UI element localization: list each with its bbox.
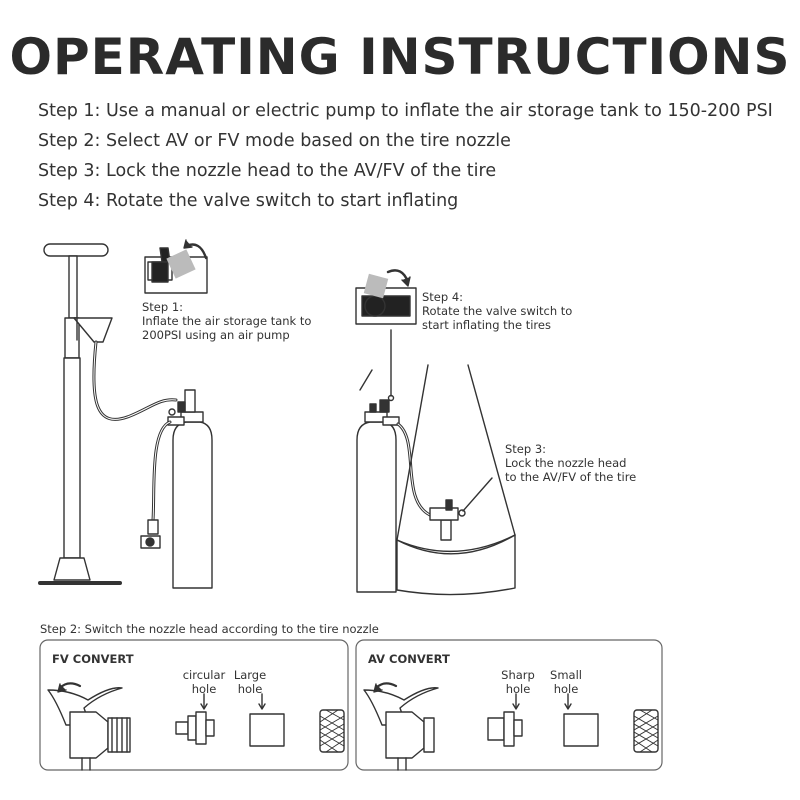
step3-caption-line1: Lock the nozzle head <box>505 456 627 470</box>
av-small-hole-label: Small hole <box>544 668 588 696</box>
step1-caption-line2: 200PSI using an air pump <box>142 328 290 342</box>
step1-caption: Step 1: Inflate the air storage tank to … <box>142 300 311 342</box>
step1-caption-title: Step 1: <box>142 300 184 314</box>
fv-adapter-drawing <box>175 693 285 747</box>
fv-hole-b-line1: Large <box>233 668 267 682</box>
step1-caption-line1: Inflate the air storage tank to <box>142 314 312 328</box>
fv-hole-a-line1: circular <box>182 668 226 682</box>
instruction-step-1: Step 1: Use a manual or electric pump to… <box>38 101 773 121</box>
step1-valve-inset <box>144 239 208 294</box>
bicycle-wheel-drawing <box>359 364 516 596</box>
fv-mesh-cap-drawing <box>319 709 345 753</box>
step3-caption: Step 3: Lock the nozzle head to the AV/F… <box>505 442 636 484</box>
instruction-step-4: Step 4: Rotate the valve switch to start… <box>38 191 459 211</box>
step4-caption-line2: start inflating the tires <box>422 318 551 332</box>
convert-heading: Step 2: Switch the nozzle head according… <box>40 622 379 636</box>
floor-pump-drawing <box>38 243 178 585</box>
page-title: OPERATING INSTRUCTIONS <box>9 28 791 86</box>
fv-convert-panel <box>39 639 349 771</box>
av-nozzle-head-drawing <box>363 682 439 771</box>
right-air-tank-drawing <box>356 329 432 593</box>
av-hole-a-line1: Sharp <box>501 668 535 682</box>
fv-circular-hole-label: circular hole <box>176 668 232 696</box>
step4-caption-line1: Rotate the valve switch to <box>422 304 573 318</box>
av-hole-a-line2: hole <box>505 682 531 696</box>
av-sharp-hole-label: Sharp hole <box>496 668 540 696</box>
instruction-step-2: Step 2: Select AV or FV mode based on th… <box>38 131 511 151</box>
av-hole-b-line1: Small <box>550 668 582 682</box>
av-mesh-cap-drawing <box>633 709 659 753</box>
step3-caption-line2: to the AV/FV of the tire <box>505 470 637 484</box>
fv-hole-a-line2: hole <box>191 682 217 696</box>
av-adapter-drawing <box>487 693 599 747</box>
step4-caption-title: Step 4: <box>422 290 464 304</box>
fv-large-hole-label: Large hole <box>228 668 272 696</box>
instruction-step-3: Step 3: Lock the nozzle head to the AV/F… <box>38 161 497 181</box>
fv-nozzle-head-drawing <box>47 682 131 771</box>
step4-caption: Step 4: Rotate the valve switch to start… <box>422 290 572 332</box>
left-air-tank-drawing <box>140 389 213 589</box>
av-convert-title: AV CONVERT <box>368 652 450 666</box>
fv-convert-title: FV CONVERT <box>52 652 134 666</box>
fv-hole-b-line2: hole <box>237 682 263 696</box>
av-hole-b-line2: hole <box>553 682 579 696</box>
step3-caption-title: Step 3: <box>505 442 547 456</box>
step4-valve-inset <box>355 269 417 325</box>
av-convert-panel <box>355 639 663 771</box>
